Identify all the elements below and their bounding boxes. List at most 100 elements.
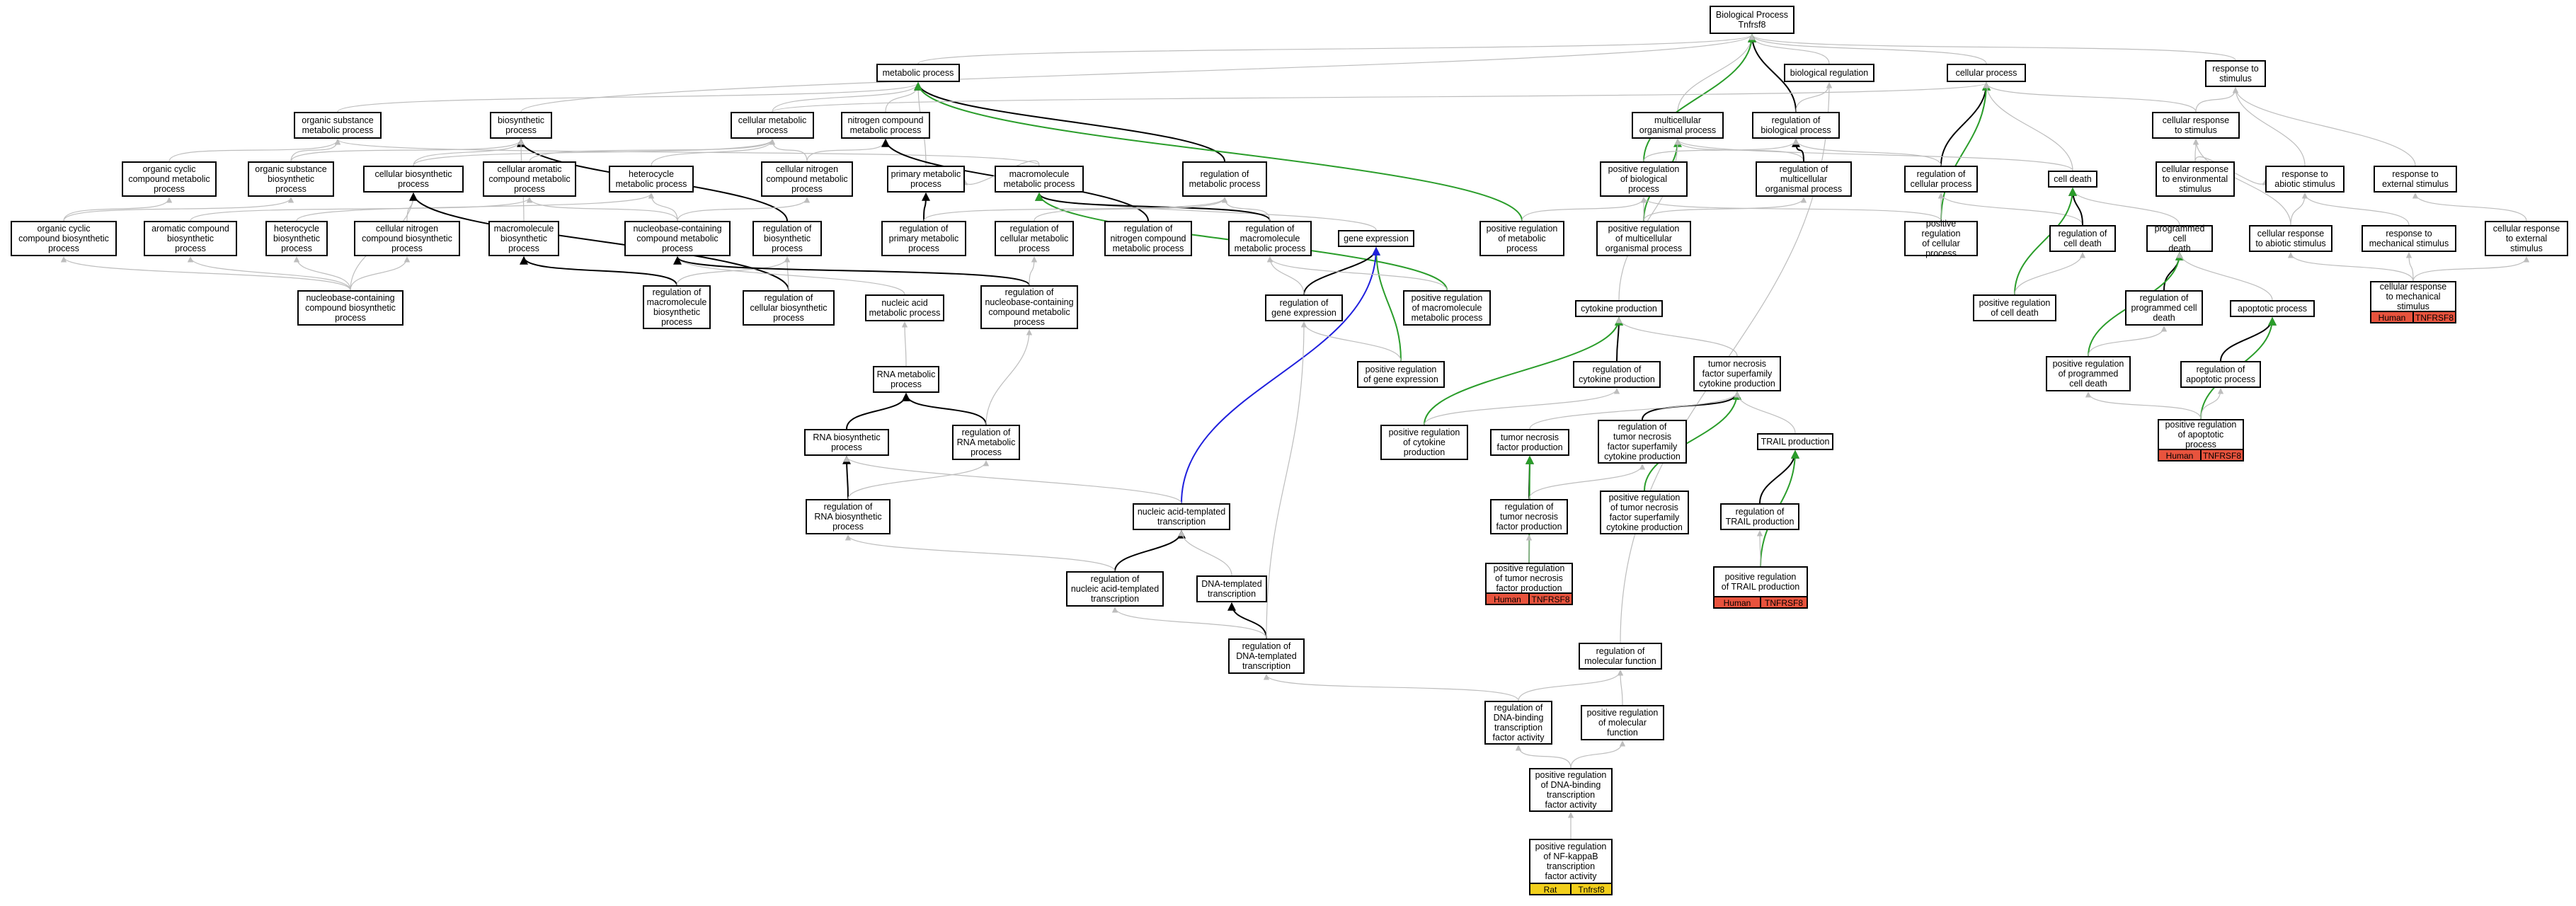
term-node-nccbp[interactable]: nucleobase-containing compound biosynthe… [297, 290, 403, 326]
term-node-rmop[interactable]: regulation of multicellular organismal p… [1756, 161, 1852, 197]
term-node-prcp[interactable]: positive regulation of cellular process [1904, 219, 1978, 258]
term-node-rts[interactable]: response to stimulus [2205, 60, 2266, 87]
term-node-rtnfp[interactable]: regulation of tumor necrosis factor prod… [1490, 499, 1568, 534]
term-node-rrnabp[interactable]: regulation of RNA biosynthetic process [806, 499, 891, 534]
term-node-rcd[interactable]: regulation of cell death [2049, 225, 2116, 252]
term-node-prmmp[interactable]: positive regulation of macromolecule met… [1403, 290, 1491, 326]
term-node-cytp[interactable]: cytokine production [1575, 300, 1663, 317]
term-node-res[interactable]: response to external stimulus [2374, 166, 2457, 193]
term-node-bio_reg[interactable]: biological regulation [1784, 64, 1874, 82]
term-node-rmacbp[interactable]: regulation of macromolecule biosynthetic… [643, 285, 711, 329]
term-node-prbp[interactable]: positive regulation of biological proces… [1600, 161, 1688, 197]
term-node-mp[interactable]: metabolic process [876, 64, 960, 82]
term-node-pcd[interactable]: programmed cell death [2146, 224, 2213, 253]
term-node-osbp[interactable]: organic substance biosynthetic process [248, 161, 334, 197]
term-node-prnfkb[interactable]: positive regulation of NF-kappaB transcr… [1529, 839, 1613, 883]
term-node-cp[interactable]: cellular process [1947, 64, 2026, 82]
term-node-osmp[interactable]: organic substance metabolic process [294, 112, 382, 139]
term-node-rncmp[interactable]: regulation of nitrogen compound metaboli… [1104, 221, 1192, 256]
term-node-macbp[interactable]: macromolecule biosynthetic process [488, 221, 559, 256]
term-node-rmmp[interactable]: regulation of macromolecule metabolic pr… [1228, 221, 1312, 256]
term-node-hbp[interactable]: heterocycle biosynthetic process [265, 221, 328, 256]
term-node-crabs[interactable]: cellular response to abiotic stimulus [2249, 225, 2332, 252]
term-node-cres[interactable]: cellular response to external stimulus [2485, 221, 2568, 256]
term-node-dtt[interactable]: DNA-templated transcription [1196, 575, 1267, 602]
term-node-ap[interactable]: apoptotic process [2230, 300, 2315, 317]
term-label: positive regulation of gene expression [1363, 365, 1438, 384]
term-node-cncmp[interactable]: cellular nitrogen compound metabolic pro… [761, 161, 853, 197]
term-node-rrnamp[interactable]: regulation of RNA metabolic process [952, 425, 1020, 460]
term-node-rcp[interactable]: regulation of cellular process [1904, 166, 1978, 193]
term-node-multi[interactable]: multicellular organismal process [1632, 112, 1724, 139]
term-node-rap[interactable]: regulation of apoptotic process [2180, 361, 2261, 388]
edge-rdbtfa-to-rdtt [1263, 674, 1519, 701]
term-node-occbp[interactable]: organic cyclic compound biosynthetic pro… [11, 221, 117, 256]
term-node-bp[interactable]: Biological Process Tnfrsf8 [1710, 6, 1794, 34]
term-node-rnatt[interactable]: regulation of nucleic acid-templated tra… [1066, 571, 1164, 607]
term-node-cbp[interactable]: cellular biosynthetic process [363, 166, 464, 193]
edge-nccbp-to-cncbp [350, 256, 411, 291]
term-node-trailp[interactable]: TRAIL production [1757, 433, 1833, 450]
term-label: response to stimulus [2212, 64, 2259, 84]
term-node-occmp[interactable]: organic cyclic compound metabolic proces… [122, 161, 217, 197]
term-node-nccmp[interactable]: nucleobase-containing compound metabolic… [624, 221, 731, 256]
term-node-ge[interactable]: gene expression [1338, 230, 1414, 247]
term-node-rnamp[interactable]: RNA metabolic process [873, 366, 939, 393]
term-node-prmop[interactable]: positive regulation of multicellular org… [1596, 221, 1691, 256]
term-label: Biological Process Tnfrsf8 [1715, 10, 1789, 30]
term-node-acbp[interactable]: aromatic compound biosynthetic process [144, 221, 237, 256]
term-node-mmp[interactable]: macromolecule metabolic process [995, 166, 1084, 193]
term-node-rge[interactable]: regulation of gene expression [1265, 294, 1343, 321]
term-node-rmp[interactable]: regulation of metabolic process [1182, 161, 1267, 197]
term-node-crest[interactable]: cellular response to environmental stimu… [2156, 161, 2235, 197]
term-node-prcytp[interactable]: positive regulation of cytokine producti… [1380, 425, 1468, 460]
term-node-prmp[interactable]: positive regulation of metabolic process [1479, 221, 1564, 256]
term-node-rtrailp[interactable]: regulation of TRAIL production [1720, 503, 1799, 530]
term-node-rpmp[interactable]: regulation of primary metabolic process [881, 221, 966, 256]
term-label: cellular response to stimulus [2162, 115, 2230, 135]
term-node-rdbtfa[interactable]: regulation of DNA-binding transcription … [1484, 701, 1552, 745]
edge-prcytp-to-cytp [1424, 316, 1623, 425]
term-node-prap[interactable]: positive regulation of apoptotic process [2158, 419, 2244, 449]
term-node-crms[interactable]: cellular response to mechanical stimulus [2370, 281, 2456, 311]
term-node-cd[interactable]: cell death [2048, 171, 2097, 188]
term-node-prtnfp[interactable]: positive regulation of tumor necrosis fa… [1485, 563, 1573, 593]
term-node-prpcd[interactable]: positive regulation of programmed cell d… [2046, 356, 2131, 391]
term-label: cytokine production [1581, 304, 1657, 314]
term-node-camp[interactable]: cellular aromatic compound metabolic pro… [483, 161, 576, 197]
term-node-rcytp[interactable]: regulation of cytokine production [1573, 361, 1661, 388]
term-node-rpcd[interactable]: regulation of programmed cell death [2125, 290, 2203, 326]
term-node-crs[interactable]: cellular response to stimulus [2152, 112, 2240, 139]
term-node-rnccmp[interactable]: regulation of nucleobase-containing comp… [980, 285, 1078, 329]
term-node-cncbp[interactable]: cellular nitrogen compound biosynthetic … [354, 221, 460, 256]
term-node-rbiop[interactable]: regulation of biosynthetic process [752, 221, 822, 256]
term-node-biosp[interactable]: biosynthetic process [490, 112, 552, 139]
term-node-prtrailp[interactable]: positive regulation of TRAIL production [1713, 566, 1808, 596]
term-node-cmp[interactable]: cellular metabolic process [731, 112, 814, 139]
term-label: positive regulation of tumor necrosis fa… [1493, 563, 1565, 593]
term-node-tnfp[interactable]: tumor necrosis factor production [1490, 429, 1569, 456]
term-node-rcbp[interactable]: regulation of cellular biosynthetic proc… [743, 290, 835, 326]
term-node-rmf[interactable]: regulation of molecular function [1579, 643, 1662, 670]
term-node-prmf[interactable]: positive regulation of molecular functio… [1581, 705, 1664, 740]
term-node-rtnfsfcp[interactable]: regulation of tumor necrosis factor supe… [1598, 420, 1687, 464]
term-label: regulation of TRAIL production [1725, 507, 1794, 527]
term-node-prcd[interactable]: positive regulation of cell death [1973, 294, 2056, 321]
term-node-ras[interactable]: response to abiotic stimulus [2265, 166, 2345, 193]
term-node-prdbtfa[interactable]: positive regulation of DNA-binding trans… [1529, 768, 1613, 812]
term-node-rdtt[interactable]: regulation of DNA-templated transcriptio… [1228, 638, 1305, 674]
term-node-hmp[interactable]: heterocycle metabolic process [609, 166, 694, 193]
term-node-ncmp[interactable]: nitrogen compound metabolic process [841, 112, 930, 139]
term-node-tnfsfcp[interactable]: tumor necrosis factor superfamily cytoki… [1693, 356, 1781, 391]
term-node-natt[interactable]: nucleic acid-templated transcription [1133, 503, 1230, 530]
term-node-pmp[interactable]: primary metabolic process [887, 166, 965, 193]
term-node-rbp[interactable]: regulation of biological process [1752, 112, 1840, 139]
term-node-prge[interactable]: positive regulation of gene expression [1357, 361, 1445, 388]
term-node-namp[interactable]: nucleic acid metabolic process [865, 294, 944, 321]
term-node-prtnfsfcp[interactable]: positive regulation of tumor necrosis fa… [1600, 491, 1689, 534]
term-node-rnabp[interactable]: RNA biosynthetic process [804, 429, 889, 456]
edge-prcytp-to-rcytp [1424, 388, 1620, 425]
term-node-rms[interactable]: response to mechanical stimulus [2362, 225, 2456, 252]
term-node-rcmp[interactable]: regulation of cellular metabolic process [995, 221, 1074, 256]
